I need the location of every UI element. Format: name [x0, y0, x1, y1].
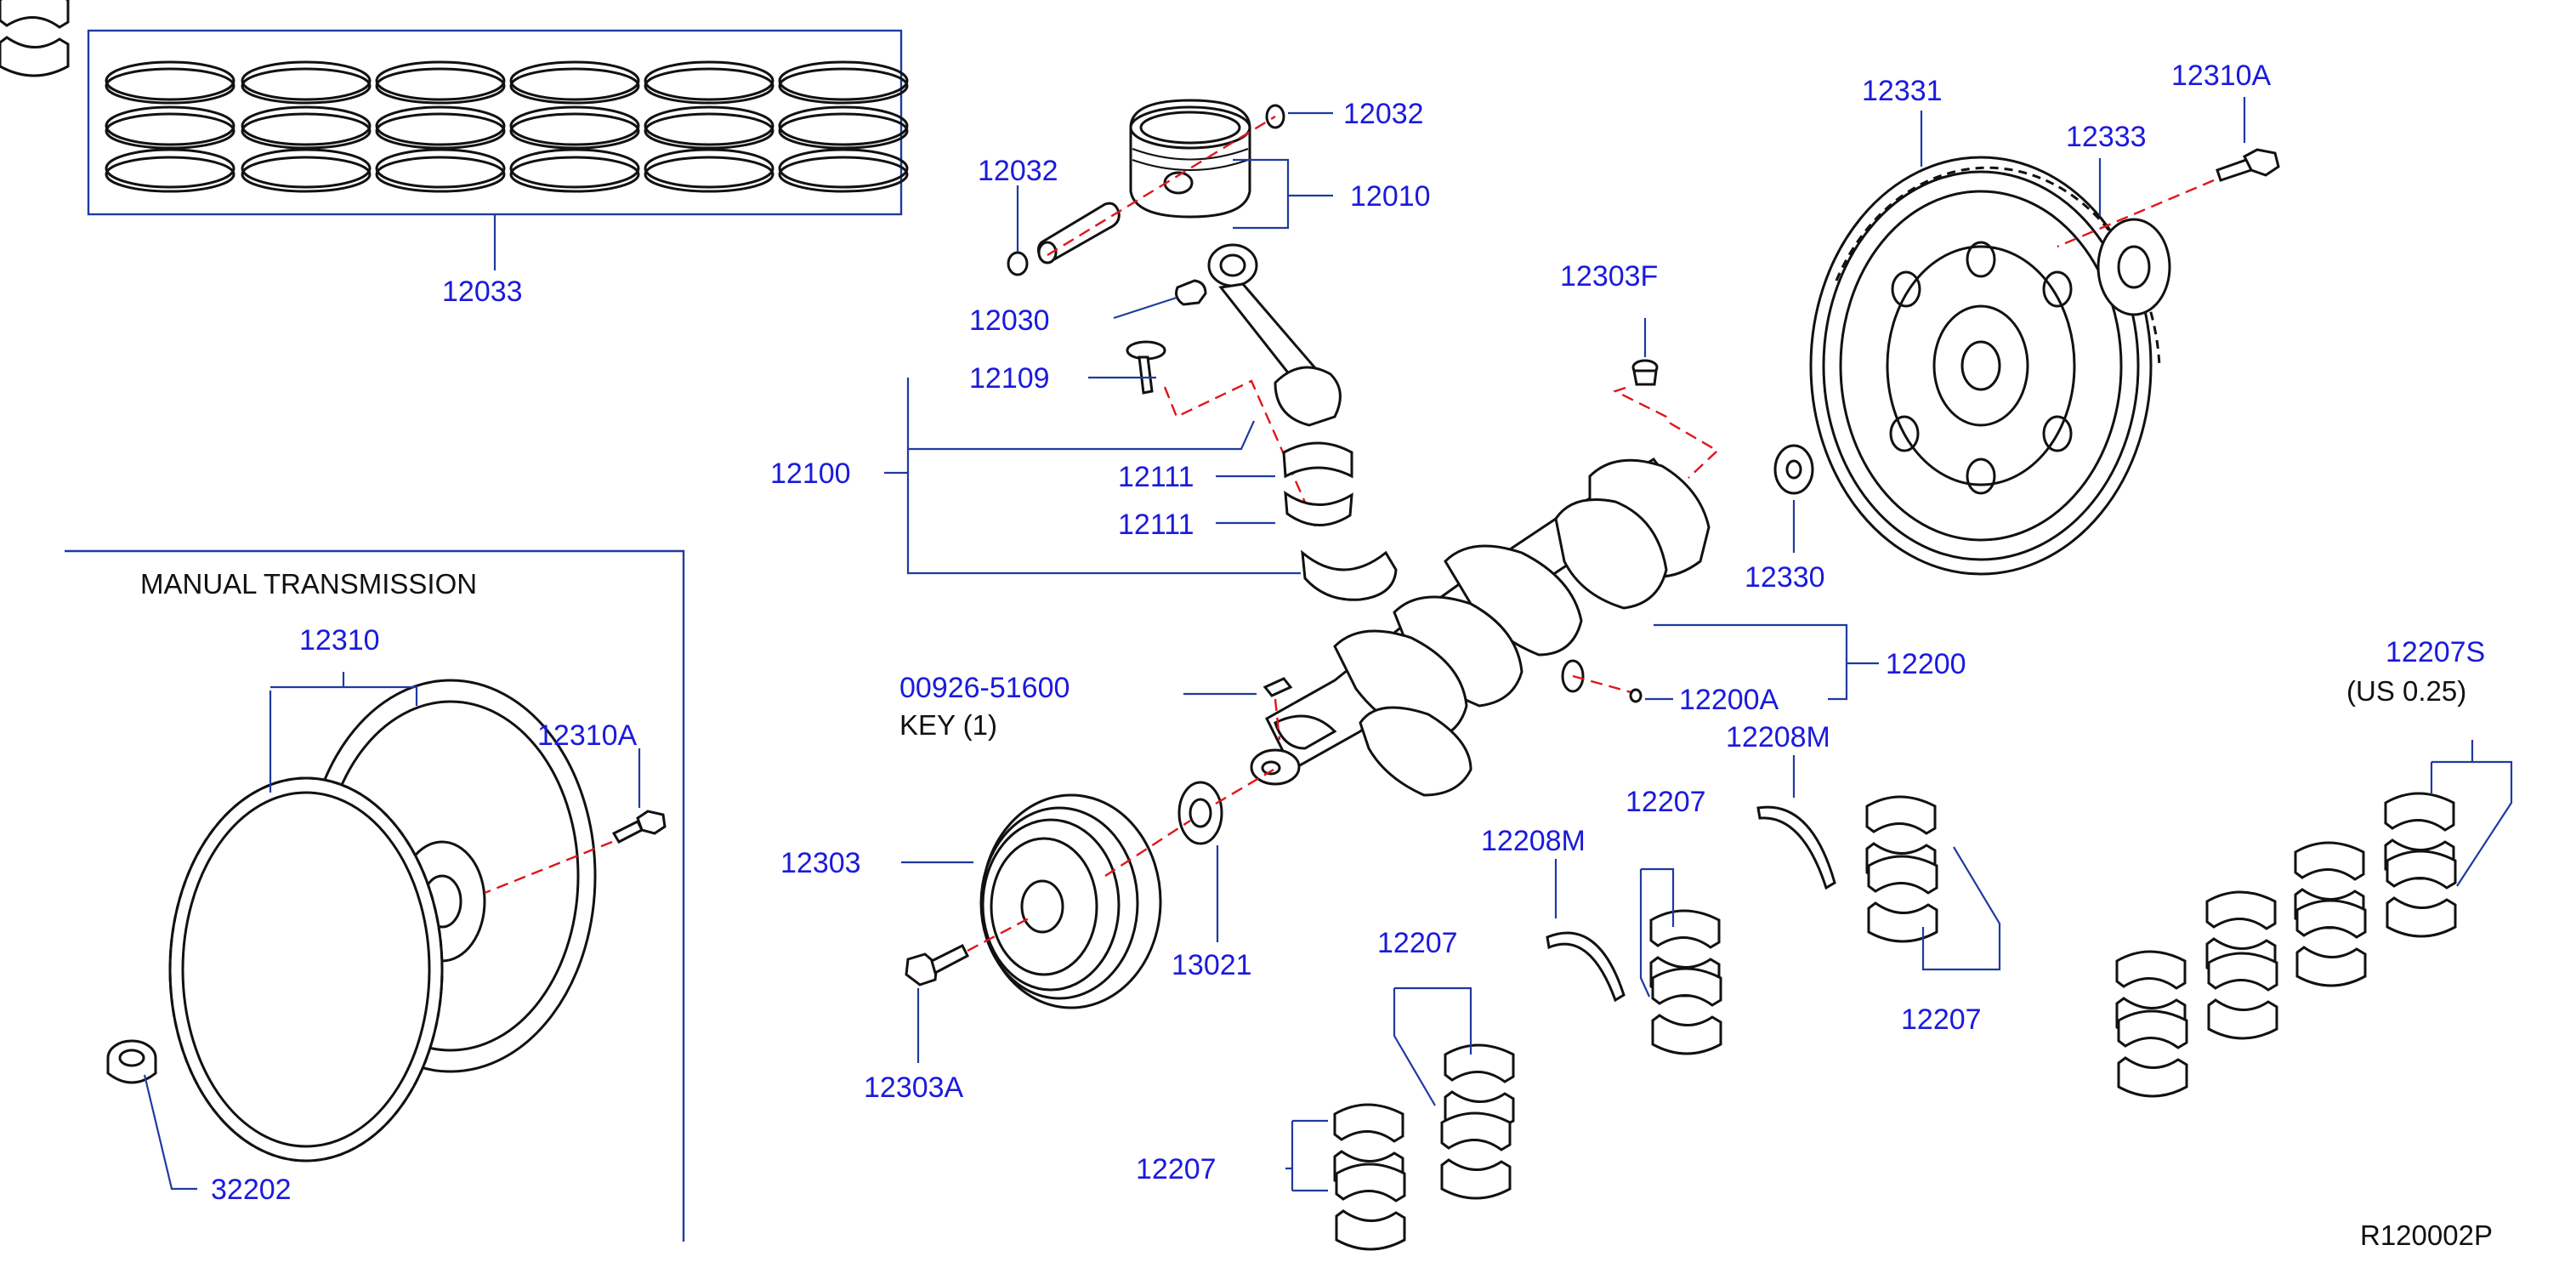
thrust-washer-right — [1756, 805, 1836, 890]
piston-pin — [1036, 202, 1121, 264]
label-12111-upper[interactable]: 12111 — [1118, 461, 1194, 493]
label-12032-right[interactable]: 12032 — [1343, 98, 1424, 130]
label-32202[interactable]: 32202 — [211, 1174, 292, 1206]
rod-bushing — [1175, 279, 1207, 306]
crank-sprocket — [1177, 781, 1223, 845]
pilot-bushing-12200A — [1629, 688, 1643, 703]
snap-ring-left — [1007, 251, 1029, 276]
flywheel — [168, 679, 597, 1163]
crank-pin-12303F — [1631, 359, 1659, 386]
pilot-bearing-32202 — [106, 1039, 157, 1084]
drive-plate — [1809, 156, 2161, 576]
label-12207-lower[interactable]: 12207 — [1377, 927, 1458, 959]
pilot-bushing-12330 — [1773, 444, 1814, 495]
label-12310A-lower[interactable]: 12310A — [537, 719, 638, 752]
label-12207-right[interactable]: 12207 — [1901, 1003, 1982, 1036]
piston-ring-set — [87, 29, 909, 270]
label-13021[interactable]: 13021 — [1172, 949, 1252, 981]
key-note: KEY (1) — [899, 709, 997, 741]
reinforcement-plate — [2097, 218, 2171, 316]
label-12208M-left[interactable]: 12208M — [1481, 825, 1586, 857]
label-12100[interactable]: 12100 — [770, 458, 851, 490]
crankshaft — [1250, 458, 1711, 797]
label-12330[interactable]: 12330 — [1745, 561, 1825, 594]
flywheel-bolt — [611, 810, 667, 844]
label-12208M-right[interactable]: 12208M — [1726, 721, 1830, 753]
crank-pulley — [979, 793, 1162, 1009]
label-00926-51600[interactable]: 00926-51600 — [899, 672, 1070, 704]
label-12033[interactable]: 12033 — [442, 276, 523, 308]
label-12303F[interactable]: 12303F — [1560, 260, 1658, 293]
label-12207-center[interactable]: 12207 — [1626, 786, 1706, 818]
label-12331[interactable]: 12331 — [1862, 75, 1943, 107]
drive-plate-bolt — [2216, 148, 2280, 182]
rod-bearing-lower — [1284, 490, 1353, 526]
label-12207S[interactable]: 12207S — [2386, 636, 2485, 668]
us-note: (US 0.25) — [2346, 675, 2466, 707]
label-12109[interactable]: 12109 — [969, 362, 1050, 395]
rod-bearing-upper — [1282, 441, 1353, 479]
label-12333[interactable]: 12333 — [2066, 121, 2147, 153]
rod-bolt — [1126, 340, 1166, 395]
label-12303A[interactable]: 12303A — [864, 1072, 964, 1104]
label-12200[interactable]: 12200 — [1886, 648, 1966, 680]
label-12207-bottom[interactable]: 12207 — [1136, 1153, 1217, 1185]
label-12010[interactable]: 12010 — [1350, 180, 1431, 213]
rod-cap — [1301, 549, 1398, 601]
label-12310A-upper[interactable]: 12310A — [2171, 60, 2272, 92]
label-12200A[interactable]: 12200A — [1679, 684, 1779, 716]
section-title: MANUAL TRANSMISSION — [140, 568, 477, 600]
thrust-washer-left — [1546, 931, 1626, 1003]
piston — [1129, 99, 1251, 219]
label-12303[interactable]: 12303 — [780, 847, 861, 879]
reference-code: R120002P — [2360, 1219, 2493, 1251]
label-12310[interactable]: 12310 — [299, 624, 380, 657]
pulley-bolt — [905, 943, 969, 986]
woodruff-key — [1262, 677, 1293, 697]
label-12030[interactable]: 12030 — [969, 304, 1050, 337]
main-bearing-shell — [0, 0, 70, 77]
connecting-rod — [1207, 243, 1342, 427]
label-12111-lower[interactable]: 12111 — [1118, 509, 1194, 541]
label-12032-left[interactable]: 12032 — [978, 155, 1058, 187]
